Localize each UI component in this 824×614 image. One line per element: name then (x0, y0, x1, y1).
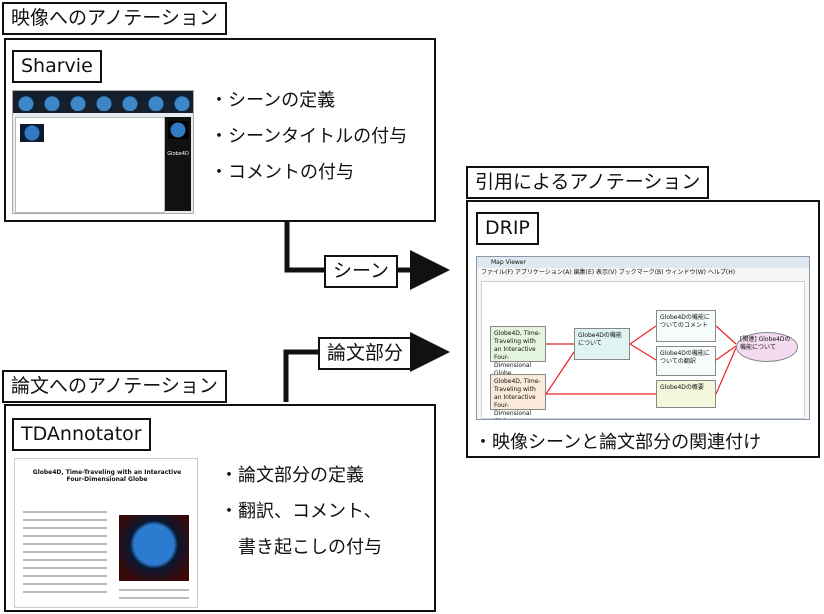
paper-features: ・論文部分の定義 ・翻訳、コメント、 書き起こしの付与 (220, 458, 382, 566)
feature-scene-definition: ・シーンの定義 (210, 83, 407, 119)
paper-part-arrow-label: 論文部分 (318, 337, 412, 370)
paper-screenshot: Globe4D, Time-Traveling with an Interact… (14, 458, 198, 608)
feature-translation-comment: ・翻訳、コメント、 (220, 494, 382, 530)
drip-node-about-function: Globe4Dの機能について (574, 328, 630, 360)
drip-node-comment: Globe4Dの機能についてのコメント (656, 310, 716, 342)
drip-node-video-scene: Globe4D, Time-Traveling with an Interact… (490, 326, 546, 362)
drip-menu-bar: ファイル(F) アプリケーション(A) 編集(E) 表示(V) ブックマーク(B… (477, 268, 809, 278)
drip-node-translation: Globe4Dの機能についての翻訳 (656, 346, 716, 376)
feature-transcript: 書き起こしの付与 (220, 530, 382, 566)
sharvie-label: Sharvie (12, 50, 102, 83)
drip-node-transcript: Globe4Dの概要 (656, 380, 716, 408)
paper-thumb-title: Globe4D, Time-Traveling with an Interact… (25, 469, 189, 483)
drip-node-related: [関連] Globe4Dの機能について (736, 332, 798, 362)
feature-comment: ・コメントの付与 (210, 155, 407, 191)
paper-figure (119, 515, 189, 581)
feature-scene-title: ・シーンタイトルの付与 (210, 119, 407, 155)
paper-section-title: 論文へのアノテーション (2, 370, 227, 403)
citation-section-title: 引用によるアノテーション (466, 166, 709, 199)
sharvie-editor-pane (15, 117, 165, 213)
sharvie-thumb-label: Globe4D (165, 151, 191, 157)
drip-screenshot: Map Viewer ファイル(F) アプリケーション(A) 編集(E) 表示(… (476, 256, 810, 420)
drip-map-canvas: Globe4D, Time-Traveling with an Interact… (481, 281, 805, 419)
video-features: ・シーンの定義 ・シーンタイトルの付与 ・コメントの付与 (210, 83, 407, 191)
feature-paper-part-definition: ・論文部分の定義 (220, 458, 382, 494)
sharvie-side-panel: Globe4D (165, 117, 191, 211)
scene-strip (13, 91, 193, 113)
tdannotator-label: TDAnnotator (12, 418, 151, 451)
drip-label: DRIP (476, 212, 539, 245)
drip-node-paper-part: Globe4D, Time-Traveling with an Interact… (490, 374, 546, 410)
citation-caption: ・映像シーンと論文部分の関連付け (474, 428, 761, 454)
sharvie-screenshot: Globe4D (12, 90, 194, 214)
scene-arrow-label: シーン (324, 255, 398, 288)
drip-window-title: Map Viewer (477, 257, 809, 268)
video-section-title: 映像へのアノテーション (2, 2, 227, 35)
